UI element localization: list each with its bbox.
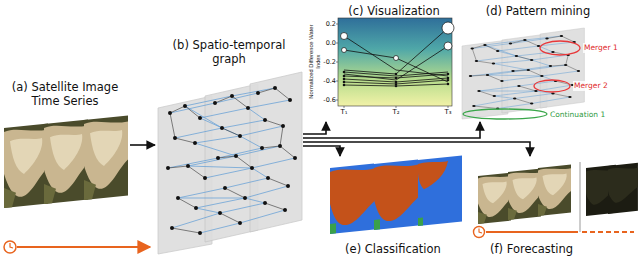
clock-icon [4, 241, 16, 253]
panel: (a) Satellite Image Time Series [0, 78, 130, 218]
clock-icon [474, 227, 485, 238]
axis-tick-label: -0.4 [314, 77, 336, 86]
pattern-label: Merger 2 [573, 81, 609, 91]
time-step-label: T₁ [334, 108, 354, 117]
panel: (e) Classification [318, 156, 468, 258]
pattern-ellipse [540, 41, 580, 55]
series-lines [344, 28, 448, 86]
panel-caption: (e) Classification [320, 242, 466, 256]
axis-tick-label: 0.2 [314, 20, 336, 29]
panel-caption: (d) Pattern mining [460, 4, 616, 18]
forecast-image [608, 163, 638, 214]
panel: (b) Spatio-temporal graph [155, 36, 303, 258]
panel: (c) Visualization [308, 2, 458, 122]
satellite-image [84, 115, 128, 200]
axis-title: Normalized Difference Water Index [308, 20, 321, 104]
flow-arrow [303, 142, 530, 156]
panel-caption: (a) Satellite Image Time Series [2, 80, 128, 108]
forecast-time-line [582, 231, 634, 233]
spatio-temporal-graph [462, 28, 584, 119]
time-line [486, 231, 578, 233]
time-arrow [17, 246, 150, 248]
axis-tick-label: -0.6 [314, 96, 336, 105]
flow-arrow [303, 122, 326, 134]
clock-hands [479, 229, 482, 234]
satellite-image [478, 173, 511, 224]
pattern-ellipse [534, 80, 570, 92]
satellite-image [508, 169, 541, 220]
classified-image [374, 159, 418, 230]
time-step-label: T₂ [386, 108, 406, 117]
satellite-image [44, 119, 88, 204]
classified-image [330, 163, 374, 234]
axis-ticks [336, 24, 448, 108]
flow-arrow [303, 122, 480, 138]
forecast-divider [580, 162, 581, 232]
series-marker [342, 48, 347, 53]
panel-caption: (f) Forecasting [490, 242, 636, 256]
panel-caption: (c) Visualization [332, 4, 456, 18]
pattern-label: Merger 1 [583, 43, 619, 53]
series-marker [341, 33, 348, 40]
series-dots [344, 72, 448, 86]
axis-tick-label: 0.0 [314, 39, 336, 48]
time-step-label: T₃ [438, 108, 458, 117]
flow-arrow [130, 144, 155, 146]
clock-hands [10, 243, 13, 248]
spatio-temporal-graph [158, 72, 302, 254]
series-marker [394, 56, 399, 61]
satellite-image [4, 123, 48, 208]
pattern-ellipse [463, 109, 547, 119]
classified-image [418, 155, 462, 226]
pattern-label: Continuation 1 [549, 110, 606, 120]
satellite-image [538, 165, 571, 216]
chart-plot [338, 18, 452, 106]
flow-arrow [303, 146, 340, 156]
panel: (d) Pattern mining [458, 2, 618, 122]
panel: (f) Forecasting [470, 156, 638, 258]
series-marker [442, 22, 454, 34]
panel-caption: (b) Spatio-temporal graph [157, 38, 301, 66]
series-marker [444, 42, 452, 50]
